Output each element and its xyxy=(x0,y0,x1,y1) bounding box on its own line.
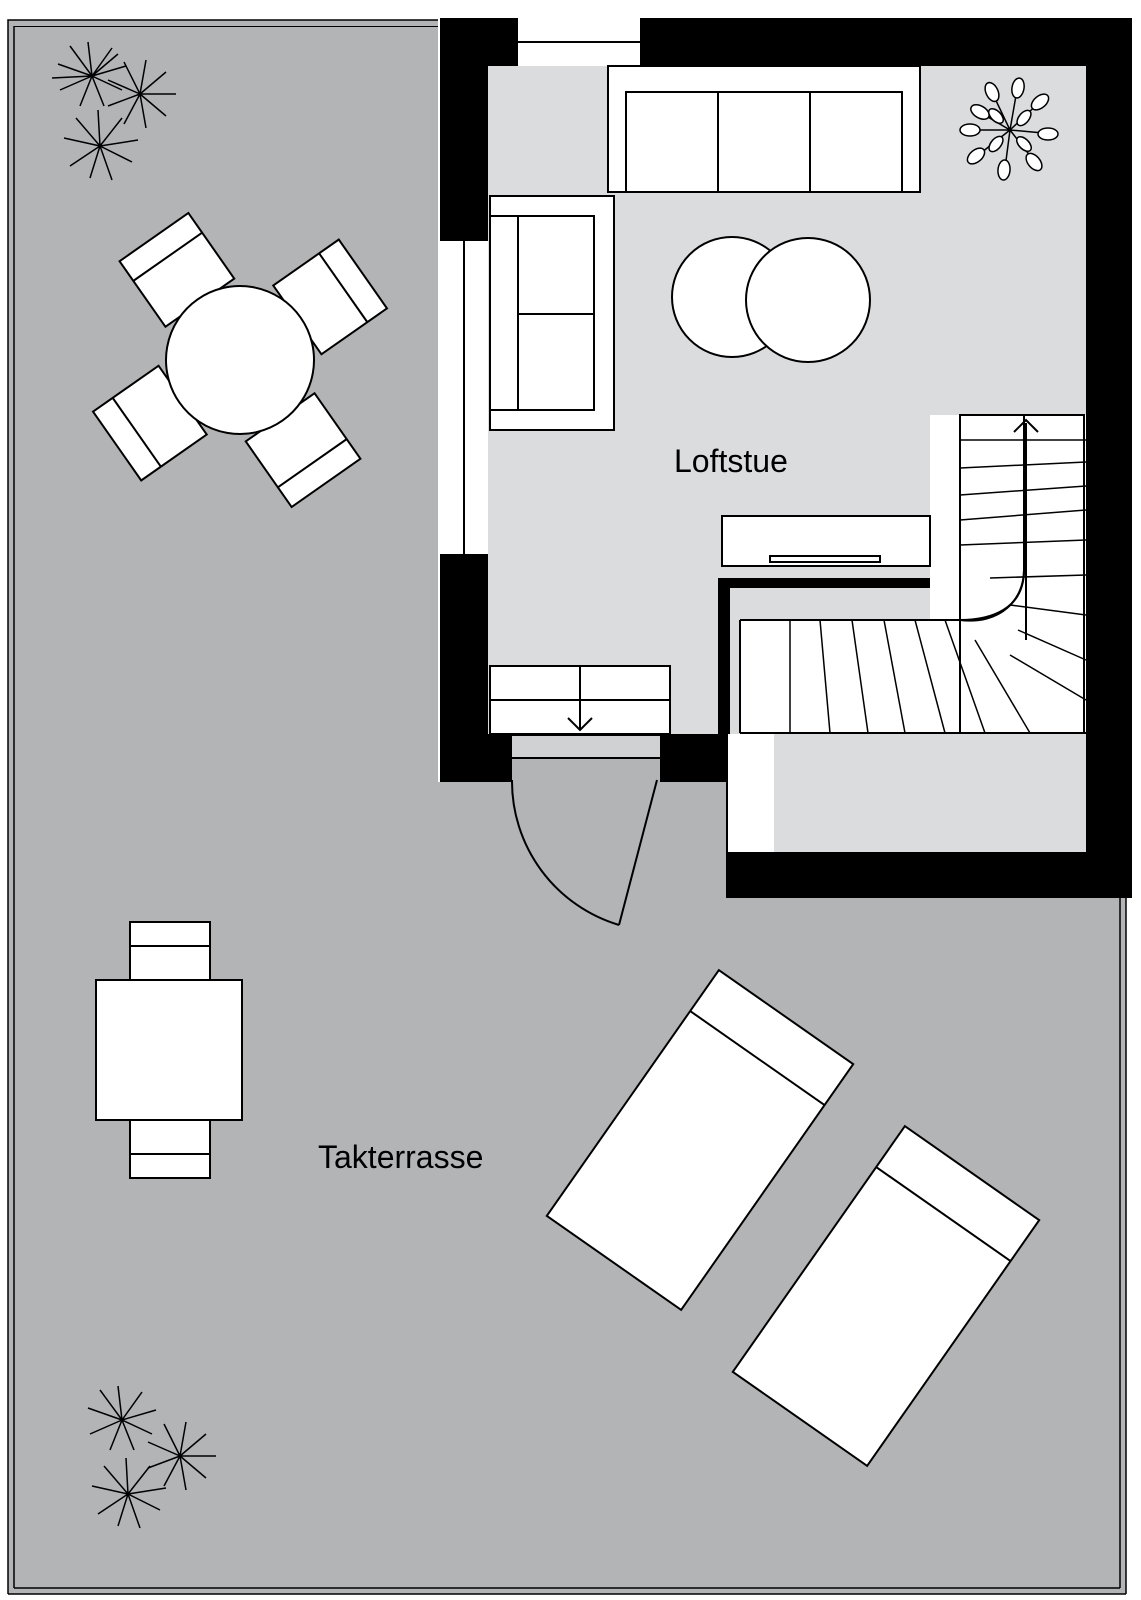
coffee-tables xyxy=(671,236,871,363)
dining-set-square xyxy=(95,921,243,1179)
door xyxy=(507,736,665,926)
plant-icon xyxy=(959,77,1059,181)
plant-icon xyxy=(51,41,176,181)
sun-lounger-1 xyxy=(545,968,855,1312)
cabinet-door xyxy=(489,665,671,735)
window-top xyxy=(516,18,642,66)
window-left xyxy=(440,239,488,556)
sun-lounger-2 xyxy=(731,1124,1041,1468)
sofa-top xyxy=(607,65,921,193)
bench-stair xyxy=(721,515,931,567)
plant-icon xyxy=(87,1385,216,1529)
staircase xyxy=(718,414,1087,734)
room-label-terrace: Takterrasse xyxy=(318,1139,483,1175)
room-label-loft: Loftstue xyxy=(674,443,788,479)
sofa-left xyxy=(489,195,615,431)
dining-set-round xyxy=(91,211,389,509)
